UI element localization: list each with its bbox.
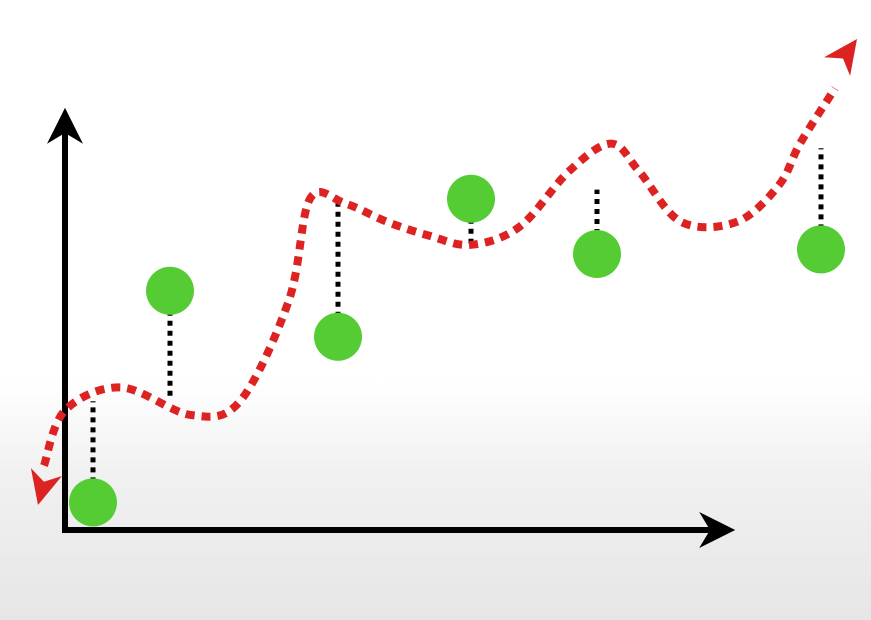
data-point	[146, 266, 194, 315]
data-point	[69, 478, 117, 527]
axes	[47, 107, 736, 548]
curve-start-arrow-icon	[30, 468, 62, 505]
fit-curve	[30, 39, 857, 505]
data-points	[69, 174, 845, 527]
fit-curve-line	[40, 86, 839, 468]
data-point	[573, 230, 621, 278]
data-point	[447, 174, 495, 223]
curve-end-arrow-icon	[824, 39, 857, 76]
data-point	[314, 312, 362, 361]
data-point	[797, 225, 845, 274]
